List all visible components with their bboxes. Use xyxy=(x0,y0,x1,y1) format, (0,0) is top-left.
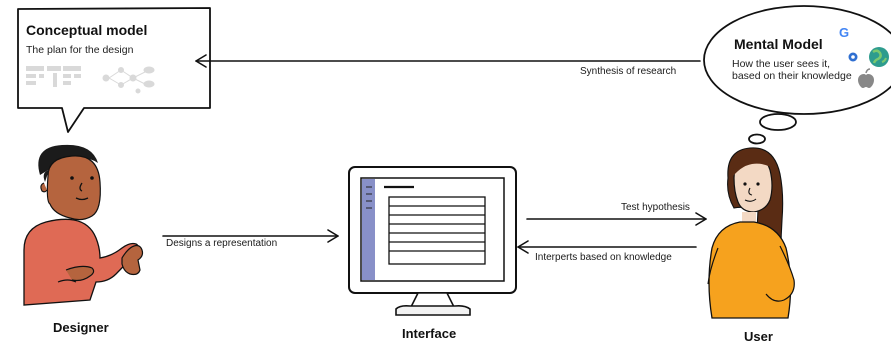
wireframe-sketch-icon xyxy=(26,66,81,87)
synthesis-arrow xyxy=(195,54,701,68)
conceptual-model-bubble xyxy=(17,7,211,133)
designs-arrow xyxy=(162,229,339,243)
network-sketch-icon xyxy=(102,66,155,94)
conceptual-model-subtitle: The plan for the design xyxy=(26,44,134,56)
interprets-arrow xyxy=(517,240,697,254)
apple-logo-icon xyxy=(858,68,874,88)
google-logo-icon: G xyxy=(839,25,849,40)
test-hypothesis-label: Test hypothesis xyxy=(621,202,690,213)
screen-sidebar xyxy=(362,179,375,280)
globe-icon xyxy=(869,47,889,67)
interprets-label: Interperts based on knowledge xyxy=(535,252,672,263)
designer-caption: Designer xyxy=(53,320,109,335)
eye-icon xyxy=(848,52,858,62)
screen-list xyxy=(388,196,486,265)
synthesis-label: Synthesis of research xyxy=(580,66,677,77)
test-hypothesis-arrow xyxy=(526,212,707,226)
mental-model-bubble: G xyxy=(703,5,891,145)
mental-model-title: Mental Model xyxy=(734,36,823,52)
mental-model-line-1: How the user sees it, xyxy=(732,58,831,70)
conceptual-model-title: Conceptual model xyxy=(26,22,148,38)
user-figure xyxy=(707,147,795,319)
arrows xyxy=(162,54,707,254)
mental-model-line-2: based on their knowledge xyxy=(732,70,852,82)
designs-label: Designs a representation xyxy=(166,238,278,249)
interface-monitor xyxy=(348,166,517,316)
interface-caption: Interface xyxy=(402,326,457,341)
designer-figure xyxy=(23,144,144,306)
user-caption: User xyxy=(744,329,773,344)
